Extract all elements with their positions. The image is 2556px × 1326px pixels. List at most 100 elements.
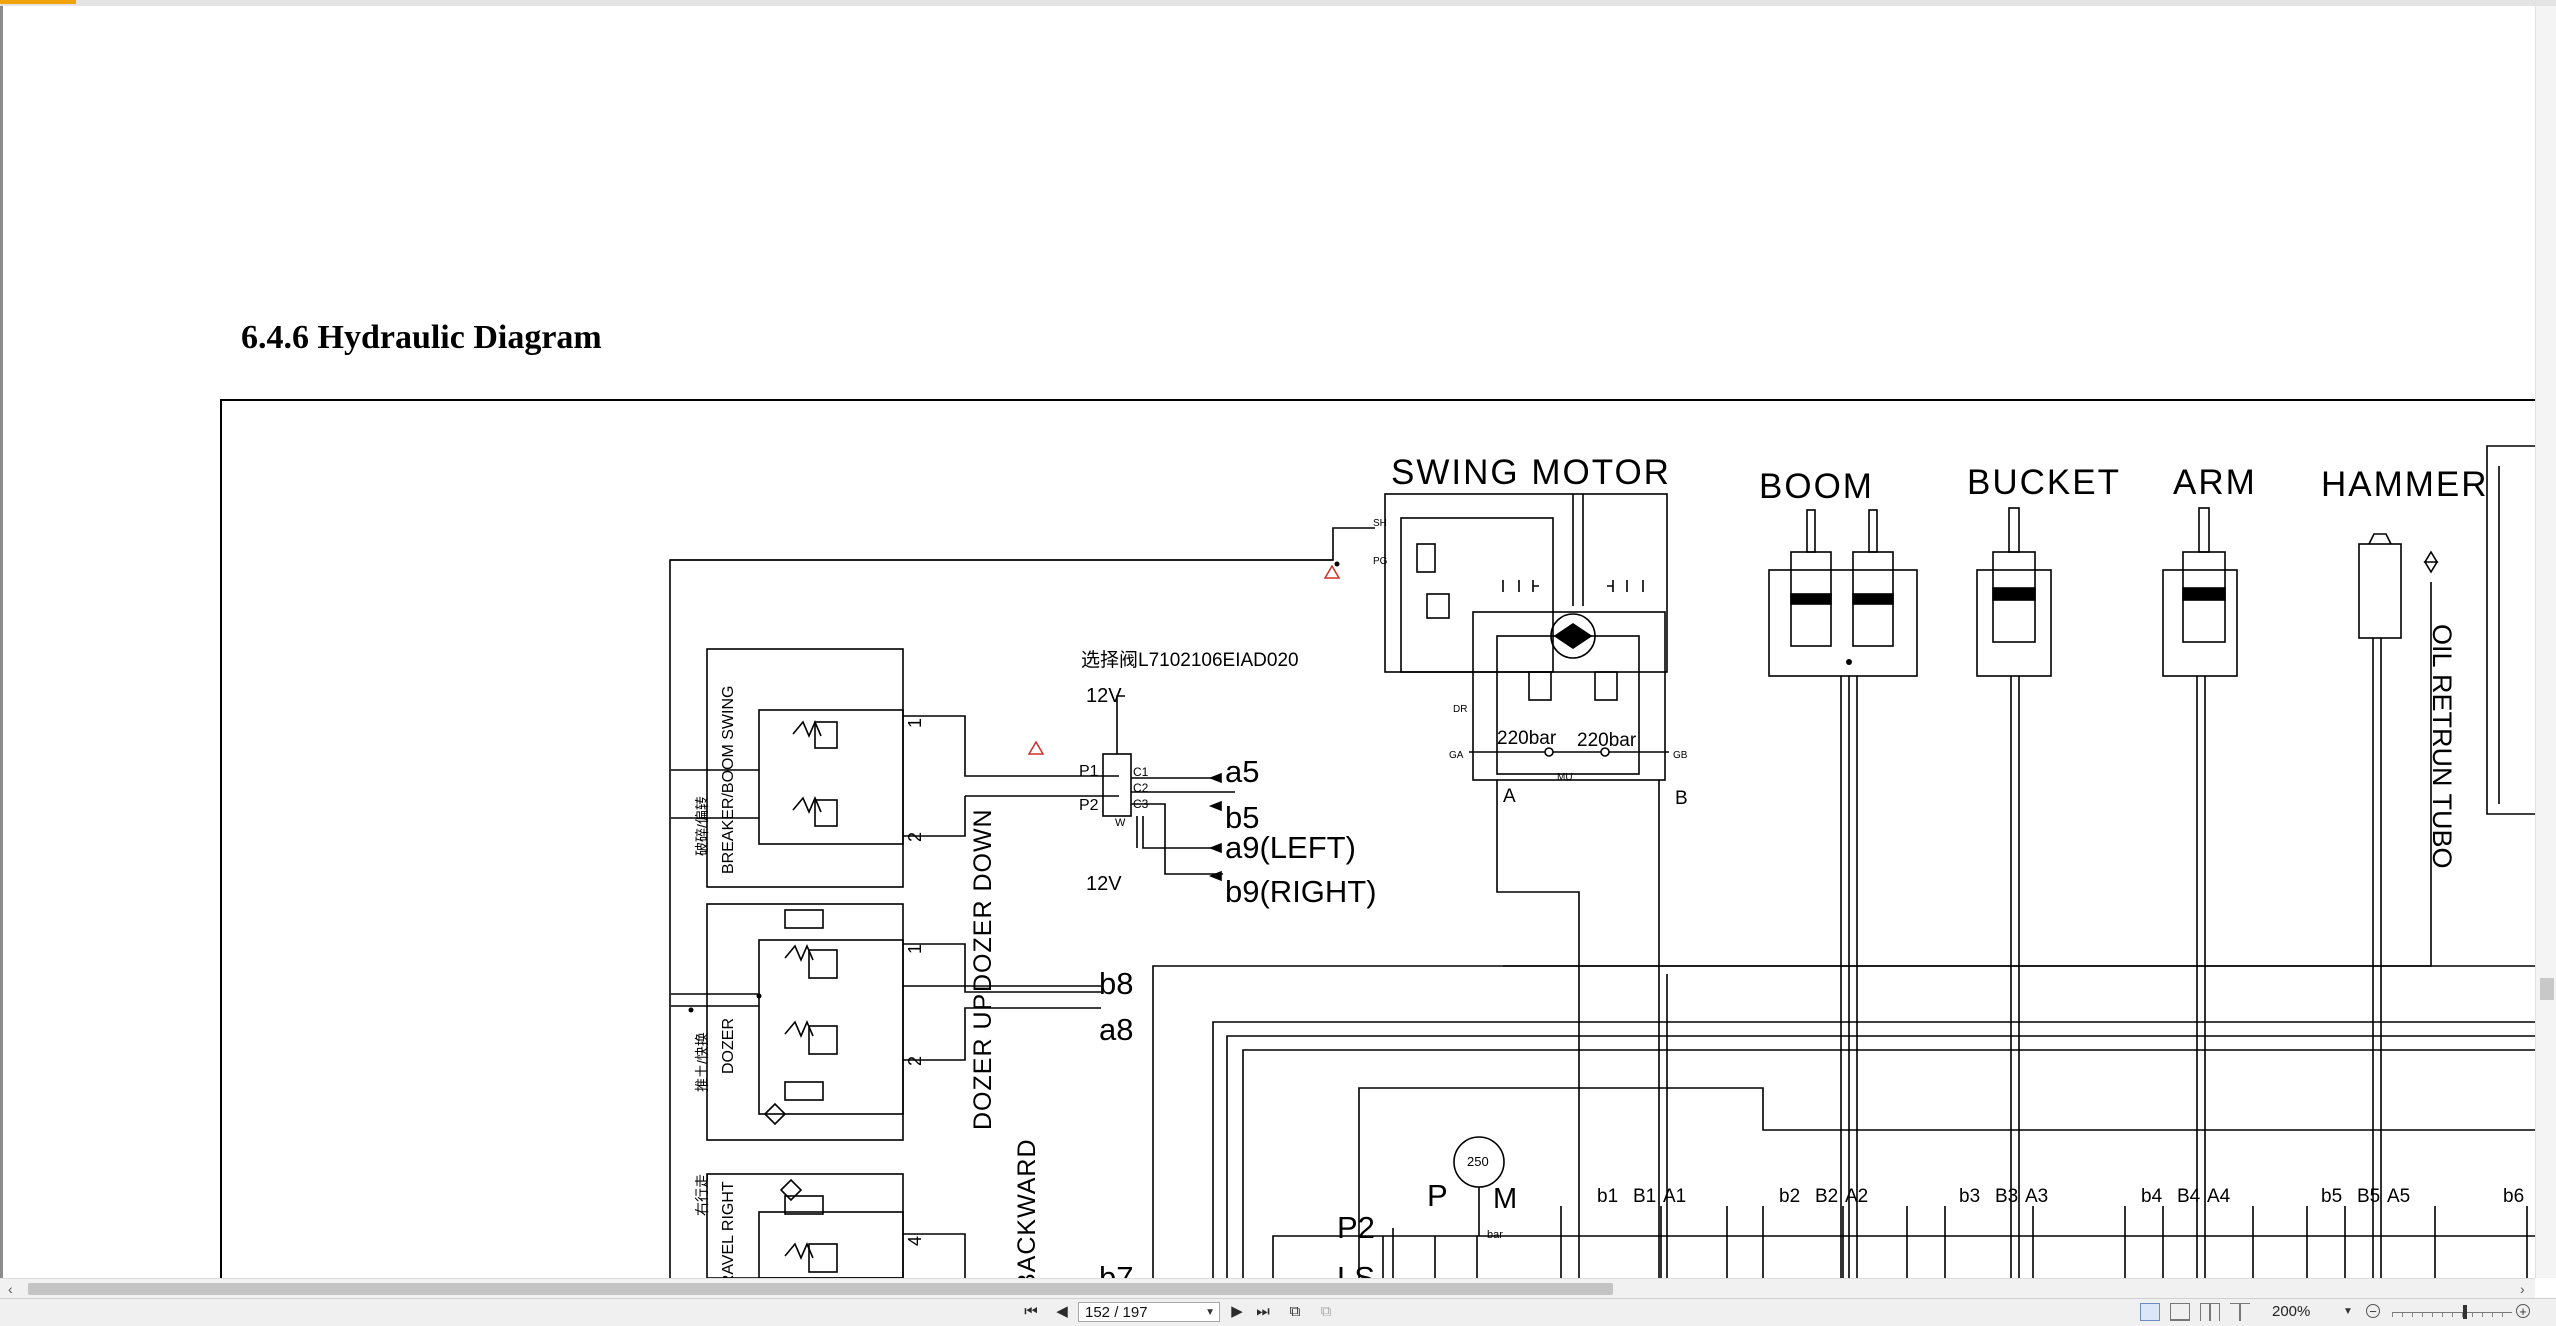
single-page-view-icon[interactable] xyxy=(2140,1303,2160,1321)
output-a5: a5 xyxy=(1225,754,1259,789)
port-label: b4 xyxy=(2141,1186,2163,1207)
pump-m: M xyxy=(1493,1183,1517,1215)
label-hammer: HAMMER xyxy=(2321,465,2489,504)
valve-number: 2 xyxy=(905,1056,925,1066)
port-label: A1 xyxy=(1663,1186,1686,1207)
zoom-out-button[interactable]: − xyxy=(2366,1304,2380,1318)
label-travel-cn: 右行走 xyxy=(694,1174,710,1216)
label-voltage-top: 12V xyxy=(1086,685,1122,707)
port-p1: P1 xyxy=(1079,763,1099,780)
last-page-icon[interactable]: ⏭ xyxy=(1256,1303,1270,1320)
motor-port-sh: SH xyxy=(1373,518,1387,529)
port-label: B1 xyxy=(1633,1186,1656,1207)
label-travel-right: TRAVEL RIGHT xyxy=(720,1181,737,1278)
zoom-in-button[interactable]: + xyxy=(2516,1304,2530,1318)
relief-right: 220bar xyxy=(1577,730,1637,751)
label-bucket: BUCKET xyxy=(1967,463,2121,502)
motor-port-b: B xyxy=(1675,788,1688,809)
facing-continuous-view-icon[interactable] xyxy=(2230,1303,2250,1321)
unlink-view-icon[interactable]: ⧉ xyxy=(1320,1303,1332,1320)
vertical-scrollbar[interactable] xyxy=(2535,6,2556,1278)
label-breaker-swing: BREAKER/BOOM SWING xyxy=(720,686,737,874)
relief-left: 220bar xyxy=(1497,728,1557,749)
label-arm: ARM xyxy=(2173,463,2257,502)
port-label: B5 xyxy=(2357,1186,2380,1207)
gauge-unit: bar xyxy=(1487,1229,1503,1241)
pump-p: P xyxy=(1427,1178,1448,1213)
page-number-select[interactable]: 152 / 197 ▼ xyxy=(1078,1302,1220,1322)
label-dozer-up: DOZER UP xyxy=(969,993,997,1130)
label-boom: BOOM xyxy=(1759,467,1874,506)
zoom-slider-thumb[interactable] xyxy=(2463,1305,2467,1319)
first-page-icon[interactable]: ⏮ xyxy=(1024,1303,1038,1320)
port-label: B2 xyxy=(1815,1186,1838,1207)
port-label: b6 xyxy=(2503,1186,2524,1207)
label-dozer-cn: 推土/快换 xyxy=(694,1032,710,1092)
motor-port-mu: MU xyxy=(1557,772,1573,783)
document-viewport[interactable]: 6.4.6 Hydraulic Diagram xyxy=(0,6,2556,1278)
pump-p2: P2 xyxy=(1337,1210,1375,1245)
output-a8: a8 xyxy=(1099,1012,1133,1047)
document-page: 6.4.6 Hydraulic Diagram xyxy=(3,6,2535,1278)
port-c2: C2 xyxy=(1133,781,1149,795)
port-c3: C3 xyxy=(1133,797,1149,811)
continuous-view-icon[interactable] xyxy=(2170,1303,2190,1321)
label-swing-motor: SWING MOTOR xyxy=(1391,453,1671,492)
zoom-level[interactable]: 200% xyxy=(2272,1303,2311,1320)
vertical-scroll-thumb[interactable] xyxy=(2540,978,2554,1000)
label-selector-valve: 选择阀L7102106EIAD020 xyxy=(1081,649,1299,671)
valve-number: 2 xyxy=(905,832,925,842)
port-label: b5 xyxy=(2321,1186,2342,1207)
label-dozer: DOZER xyxy=(720,1018,737,1074)
previous-page-icon[interactable]: ◀ xyxy=(1056,1303,1068,1320)
port-label: A2 xyxy=(1845,1186,1868,1207)
label-voltage-bottom: 12V xyxy=(1086,873,1122,895)
pump-ls: LS xyxy=(1337,1260,1375,1278)
horizontal-scroll-thumb[interactable] xyxy=(28,1283,1613,1295)
hydraulic-diagram: SWING MOTOR BOOM BUCKET ARM HAMMER OIL R… xyxy=(220,399,2535,1278)
port-label: b2 xyxy=(1779,1186,1800,1207)
label-oil-return: OIL RETRUN TUBO xyxy=(2427,624,2457,869)
link-view-icon[interactable]: ⧉ xyxy=(1289,1303,1301,1320)
label-dozer-down: DOZER DOWN xyxy=(969,808,997,992)
chevron-down-icon: ▼ xyxy=(1205,1307,1215,1318)
zoom-slider-track[interactable] xyxy=(2392,1312,2512,1313)
gauge-value: 250 xyxy=(1467,1154,1489,1169)
output-b7: b7 xyxy=(1099,1260,1133,1278)
zoom-dropdown-icon[interactable]: ▼ xyxy=(2343,1306,2353,1317)
port-label: b3 xyxy=(1959,1186,1980,1207)
output-a9: a9(LEFT) xyxy=(1225,830,1356,865)
valve-number: 4 xyxy=(905,1236,925,1246)
page-indicator: 152 / 197 xyxy=(1085,1304,1148,1321)
section-heading: 6.4.6 Hydraulic Diagram xyxy=(241,319,602,356)
output-b5: b5 xyxy=(1225,800,1259,835)
motor-port-ga: GA xyxy=(1449,750,1464,761)
horizontal-scrollbar[interactable]: ‹ › xyxy=(0,1278,2535,1299)
motor-port-pg: PG xyxy=(1373,556,1388,567)
port-w: W xyxy=(1115,817,1126,829)
valve-number: 1 xyxy=(905,718,925,728)
zoom-slider-ticks xyxy=(2392,1313,2512,1317)
motor-port-a: A xyxy=(1503,786,1516,807)
output-b9: b9(RIGHT) xyxy=(1225,874,1377,909)
motor-port-gb: GB xyxy=(1673,750,1688,761)
motor-port-dr: DR xyxy=(1453,704,1467,715)
port-label: B4 xyxy=(2177,1186,2201,1207)
port-label: A4 xyxy=(2207,1186,2231,1207)
port-p2: P2 xyxy=(1079,797,1099,814)
port-c1: C1 xyxy=(1133,765,1149,779)
next-page-icon[interactable]: ▶ xyxy=(1231,1303,1243,1320)
label-backward: BACKWARD xyxy=(1013,1138,1041,1278)
valve-number: 1 xyxy=(905,944,925,954)
label-breaker-cn: 破碎/偏转 xyxy=(694,796,710,856)
port-label: b1 xyxy=(1597,1186,1618,1207)
output-b8: b8 xyxy=(1099,966,1133,1001)
viewport-left-edge xyxy=(0,6,3,1278)
scroll-left-arrow-icon[interactable]: ‹ xyxy=(8,1281,13,1297)
port-label: A5 xyxy=(2387,1186,2410,1207)
scroll-right-arrow-icon[interactable]: › xyxy=(2520,1281,2525,1297)
status-bar: ⏮ ◀ 152 / 197 ▼ ▶ ⏭ ⧉ ⧉ 200% ▼ − + xyxy=(0,1298,2556,1326)
port-label: B3 xyxy=(1995,1186,2018,1207)
facing-view-icon[interactable] xyxy=(2200,1303,2220,1321)
port-label: A3 xyxy=(2025,1186,2048,1207)
